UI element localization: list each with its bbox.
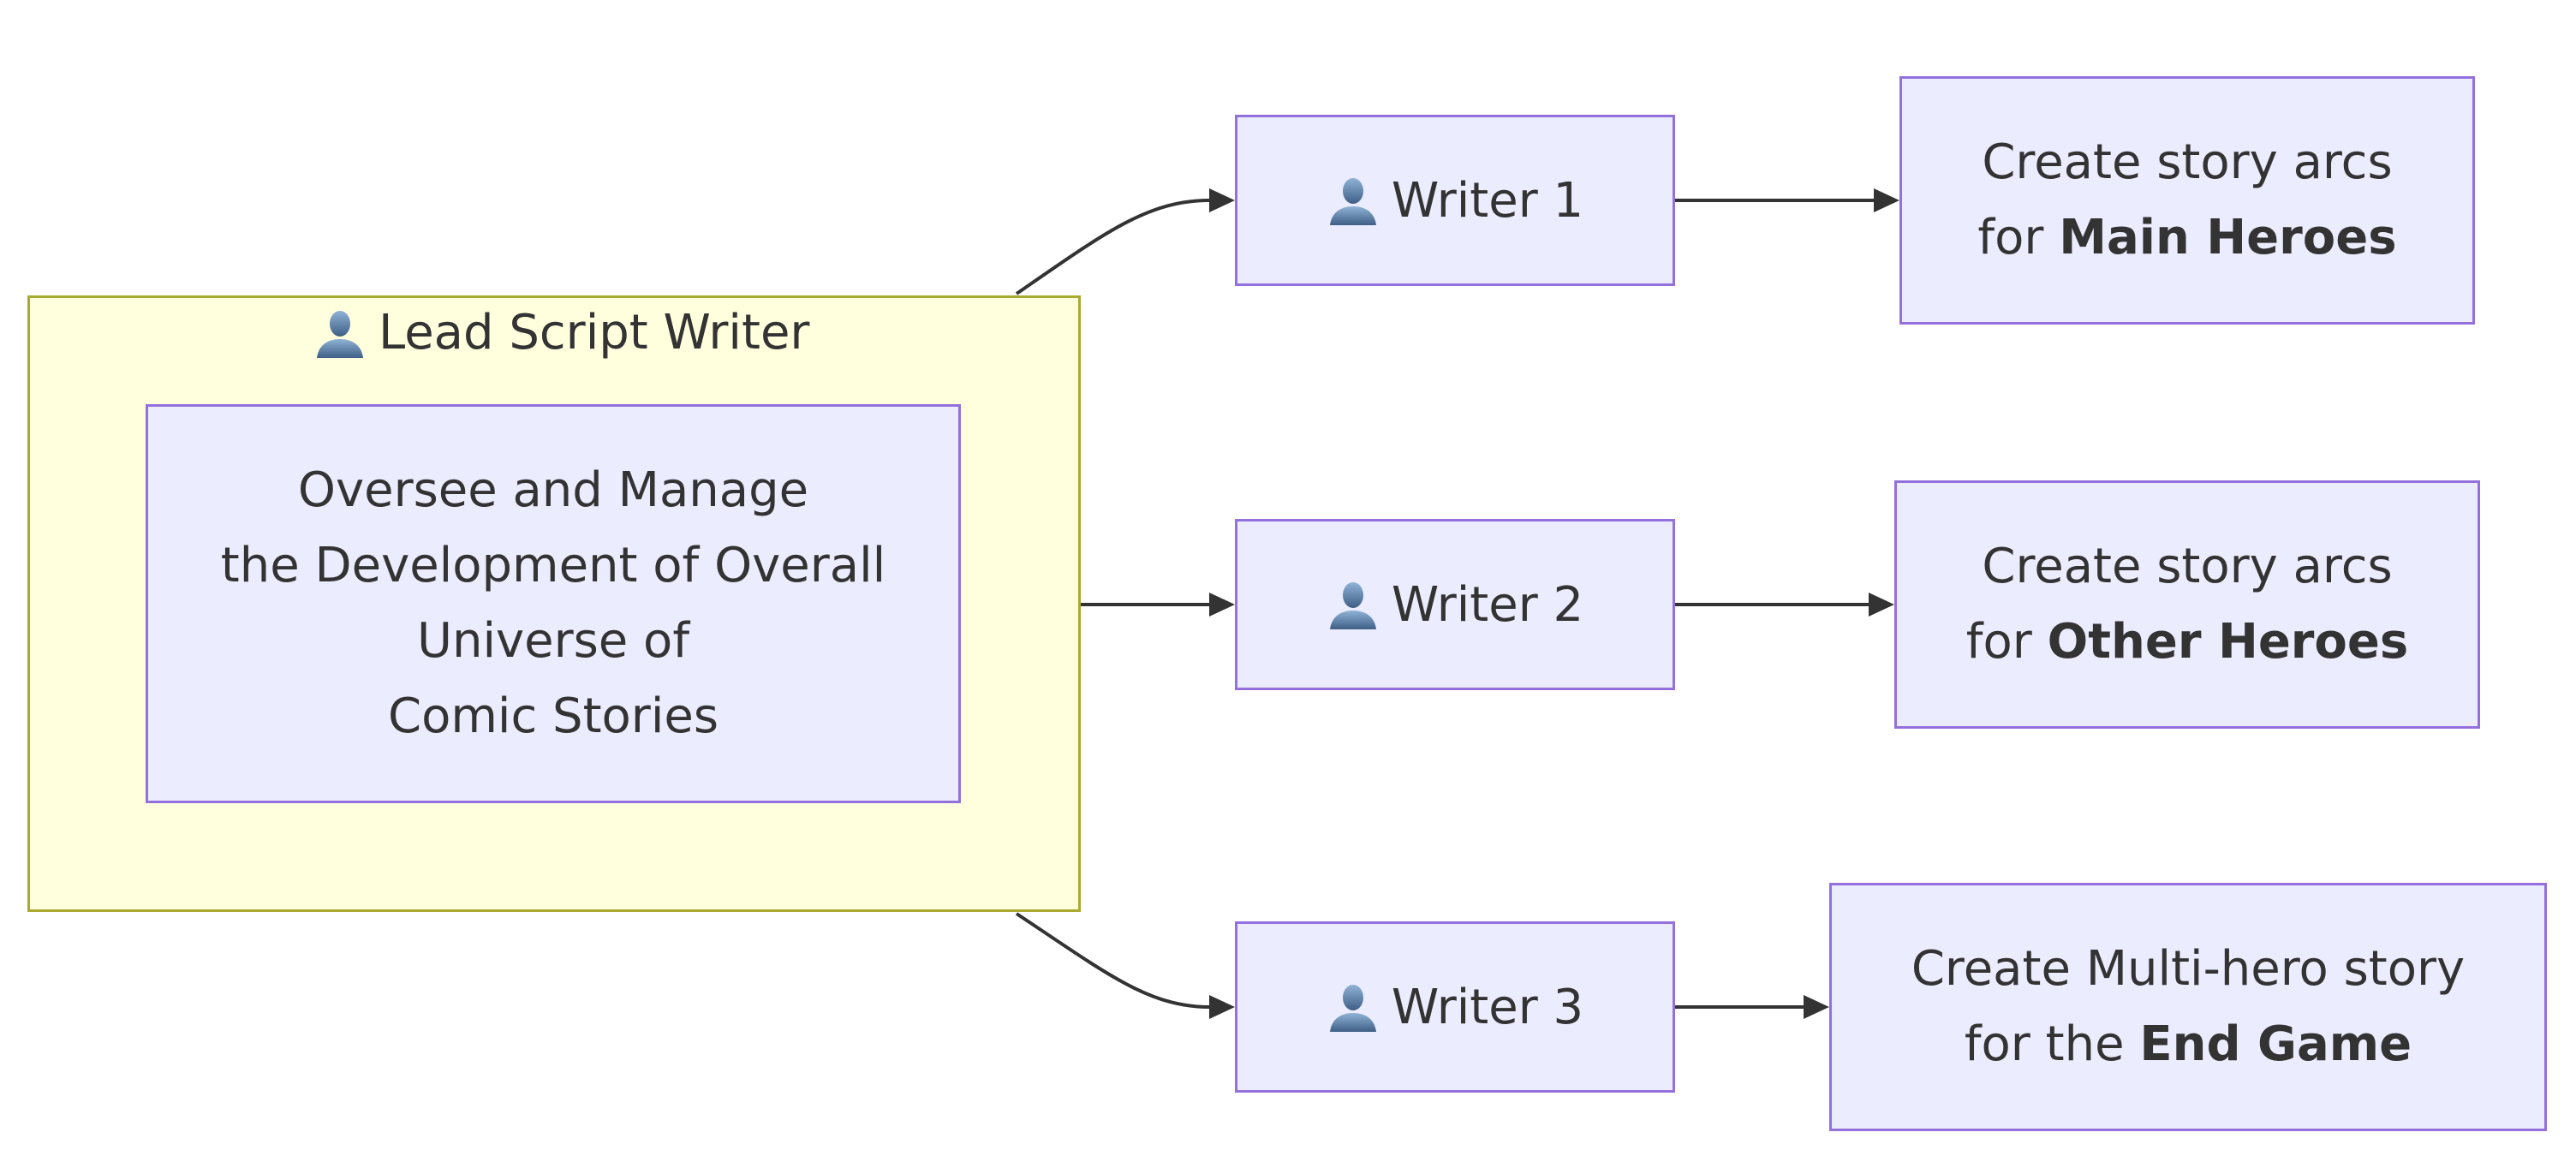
person-icon <box>317 311 363 358</box>
task-2-prefix: for <box>1965 614 2048 670</box>
oversee-task-text: Oversee and Manage the Development of Ov… <box>221 453 886 754</box>
writer-3-label: Writer 3 <box>1391 979 1584 1035</box>
edge-lead-to-writer1 <box>1015 199 1231 295</box>
oversee-task-line: the Development of Overall <box>220 538 886 593</box>
person-icon <box>1329 178 1376 225</box>
task-1-line-1: Create story arcs <box>1982 134 2393 190</box>
arrow-writer1 <box>1209 188 1235 212</box>
task-1-emphasis: Main Heroes <box>2059 210 2397 265</box>
task-3-line-1: Create Multi-hero story <box>1911 941 2466 997</box>
lead-script-writer-title: Lead Script Writer <box>313 303 809 363</box>
writer-2-label: Writer 2 <box>1391 576 1584 633</box>
writer-2-label-group: Writer 2 <box>1327 577 1583 633</box>
lead-script-writer-label: Lead Script Writer <box>379 305 810 361</box>
task-2-emphasis: Other Heroes <box>2047 614 2409 670</box>
oversee-task-line: Oversee and Manage <box>297 462 809 518</box>
writer-2-node: Writer 2 <box>1235 519 1675 690</box>
task-2-line-2: for Other Heroes <box>1966 605 2408 680</box>
writer-1-label: Writer 1 <box>1391 172 1584 229</box>
task-3-line-2: for the End Game <box>1911 1007 2465 1082</box>
task-2-line-1: Create story arcs <box>1982 539 2393 594</box>
person-icon <box>1329 985 1376 1032</box>
arrow-task2 <box>1869 593 1894 617</box>
writer-1-node: Writer 1 <box>1235 115 1675 286</box>
oversee-task-line: Universe of <box>416 613 690 669</box>
task-3-node: Create Multi-hero story for the End Game <box>1829 883 2547 1131</box>
task-1-prefix: for <box>1977 210 2060 265</box>
writer-3-node: Writer 3 <box>1235 921 1675 1093</box>
task-1-node: Create story arcs for Main Heroes <box>1899 76 2475 325</box>
task-3-text: Create Multi-hero story for the End Game <box>1911 932 2465 1082</box>
task-2-text: Create story arcs for Other Heroes <box>1966 529 2408 680</box>
edge-lead-to-writer3 <box>1015 912 1211 1009</box>
arrow-task3 <box>1804 995 1829 1019</box>
writer-1-label-group: Writer 1 <box>1327 173 1583 229</box>
arrow-task1 <box>1874 188 1899 212</box>
arrow-writer3 <box>1209 995 1235 1019</box>
task-3-prefix: for the <box>1964 1016 2140 1072</box>
task-3-emphasis: End Game <box>2139 1016 2412 1072</box>
task-1-text: Create story arcs for Main Heroes <box>1977 125 2396 276</box>
arrow-writer2 <box>1209 593 1235 617</box>
oversee-task-node: Oversee and Manage the Development of Ov… <box>146 404 961 803</box>
oversee-task-line: Comic Stories <box>387 688 719 744</box>
task-2-node: Create story arcs for Other Heroes <box>1894 480 2480 729</box>
writer-3-label-group: Writer 3 <box>1327 980 1583 1035</box>
person-icon <box>1329 582 1376 629</box>
task-1-line-2: for Main Heroes <box>1977 200 2396 276</box>
